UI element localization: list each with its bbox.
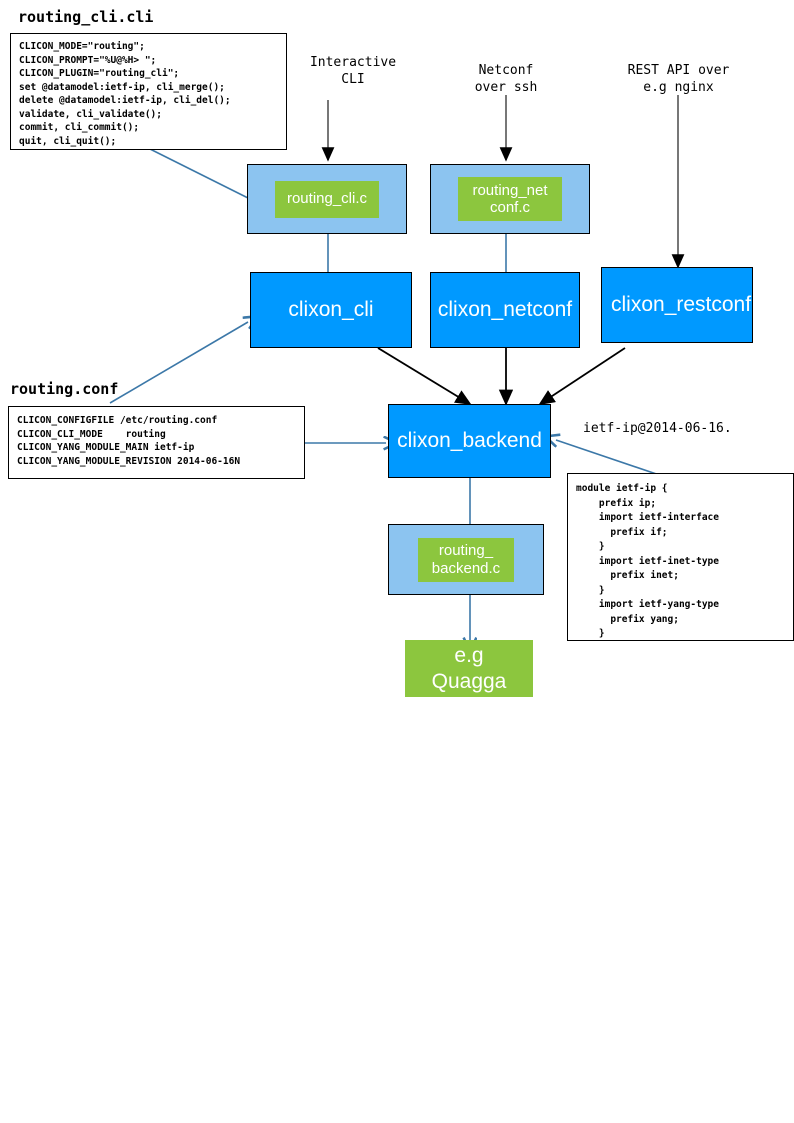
conf-file-code: CLICON_CONFIGFILE /etc/routing.conf CLIC… <box>17 415 241 467</box>
daemon-label-clixon-netconf: clixon_netconf <box>437 298 573 322</box>
plugin-label-routing-cli-c: routing_cli.c <box>286 190 368 208</box>
output-label-quagga: e.g Quagga <box>431 644 507 693</box>
arrow-clixoncli-to-backend <box>377 347 472 405</box>
conf-file-title: routing.conf <box>10 380 119 398</box>
daemon-label-clixon-cli: clixon_cli <box>288 298 374 322</box>
daemon-box-clixon-backend[interactable]: clixon_backend <box>388 404 551 478</box>
plugin-wrapper-netconf: routing_net conf.c <box>430 164 590 234</box>
entry-label-rest-api: REST API over e.g nginx <box>627 63 730 95</box>
daemon-box-clixon-netconf[interactable]: clixon_netconf <box>430 272 580 348</box>
entry-label-interactive-cli: Interactive CLI <box>309 55 397 87</box>
yang-file-code: module ietf-ip { prefix ip; import ietf-… <box>576 483 719 639</box>
cli-file-code: CLICON_MODE="routing"; CLICON_PROMPT="%U… <box>19 41 231 147</box>
conf-file-code-box: CLICON_CONFIGFILE /etc/routing.conf CLIC… <box>8 406 305 479</box>
yang-file-title: ietf-ip@2014-06-16. <box>583 421 732 436</box>
cli-file-title: routing_cli.cli <box>18 8 154 26</box>
daemon-label-clixon-restconf: clixon_restconf <box>611 293 752 317</box>
plugin-box-routing-cli-c[interactable]: routing_cli.c <box>275 180 379 218</box>
daemon-box-clixon-restconf[interactable]: clixon_restconf <box>601 267 753 343</box>
yang-file-code-box: module ietf-ip { prefix ip; import ietf-… <box>567 473 794 641</box>
daemon-box-clixon-cli[interactable]: clixon_cli <box>250 272 412 348</box>
arrow-clixonrestconf-to-backend <box>538 347 626 405</box>
cli-file-code-box: CLICON_MODE="routing"; CLICON_PROMPT="%U… <box>10 33 287 150</box>
plugin-box-routing-netconf-c[interactable]: routing_net conf.c <box>458 177 562 221</box>
plugin-label-routing-netconf-c: routing_net conf.c <box>472 181 548 216</box>
output-box-quagga[interactable]: e.g Quagga <box>405 640 533 697</box>
plugin-label-routing-backend-c: routing_ backend.c <box>431 542 501 577</box>
arrow-conf-to-cli <box>109 322 248 404</box>
daemon-label-clixon-backend: clixon_backend <box>397 429 542 453</box>
plugin-box-routing-backend-c[interactable]: routing_ backend.c <box>418 537 514 582</box>
arrow-clifile-to-plugin <box>147 147 252 200</box>
entry-label-netconf: Netconf over ssh <box>474 63 538 95</box>
plugin-wrapper-cli: routing_cli.c <box>247 164 407 234</box>
plugin-wrapper-backend: routing_ backend.c <box>388 524 544 595</box>
